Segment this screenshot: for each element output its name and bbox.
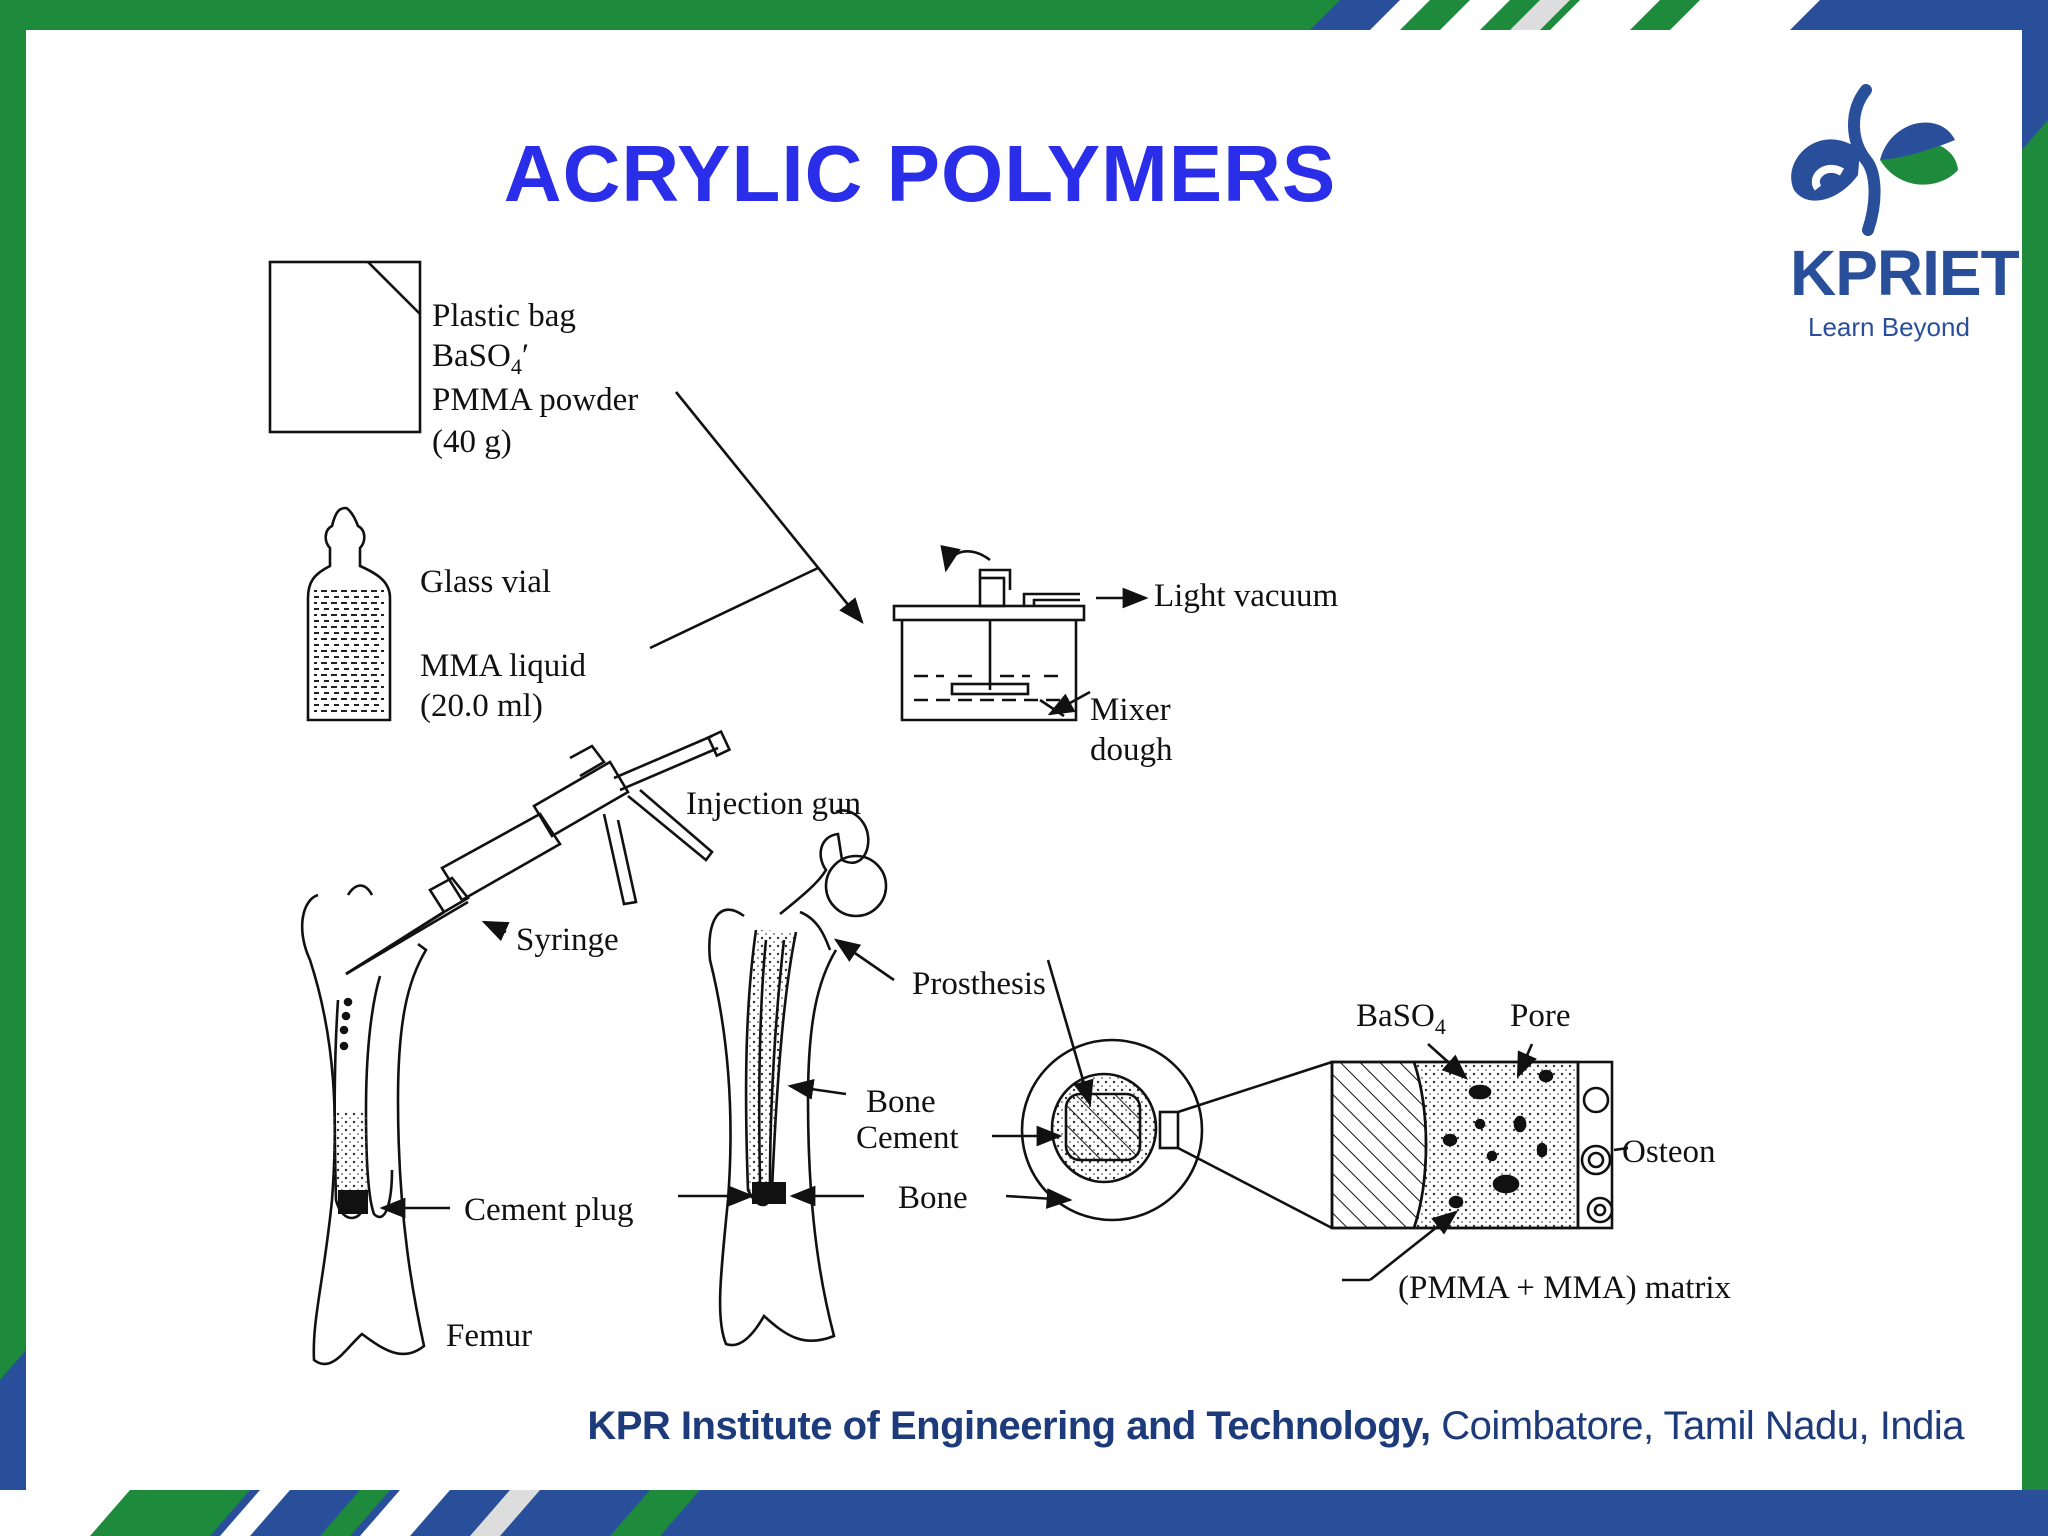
label-glass-vial: Glass vial [420, 564, 551, 600]
osteon-line [1613, 1146, 1629, 1152]
bone-arrow-2 [1005, 1188, 1073, 1209]
logo-name: KPRIET [1790, 237, 2020, 309]
kpriet-logo-icon [1791, 84, 1958, 236]
pore-arrow [1516, 1043, 1537, 1079]
label-cement-plug: Cement plug [464, 1192, 634, 1228]
footer-location: Coimbatore, Tamil Nadu, India [1441, 1404, 1964, 1448]
label-pmma-powder: PMMA powder [432, 382, 638, 418]
label-powder-qty: (40 g) [432, 424, 512, 460]
baso4-arrow [1427, 1043, 1468, 1080]
matrix-arrow [1369, 1210, 1459, 1282]
prosthesis-arrow-2 [1046, 959, 1094, 1107]
label-liquid-qty: (20.0 ml) [420, 688, 543, 724]
label-pore: Pore [1510, 998, 1571, 1034]
footer: KPR Institute of Engineering and Technol… [587, 1404, 1964, 1449]
label-bone-cement-1: Bone [866, 1084, 936, 1120]
label-injection-gun: Injection gun [686, 786, 861, 822]
plastic-bag-icon [268, 260, 422, 434]
liquid-line [649, 566, 819, 650]
label-baso4: BaSO4 [1356, 998, 1446, 1039]
baso4-bag-prime: ′ [522, 338, 529, 374]
femur-left-icon [300, 884, 428, 1366]
logo-tagline: Learn Beyond [1808, 312, 1970, 342]
label-osteon: Osteon [1622, 1134, 1716, 1170]
zoom-line-top [1177, 1060, 1333, 1114]
baso4-bag-main: BaSO [432, 338, 511, 374]
injection-gun-icon [345, 729, 732, 976]
magnified-section-icon [1330, 1060, 1614, 1230]
mixer-icon [892, 545, 1086, 722]
label-mixer: Mixer [1090, 692, 1171, 728]
label-dough: dough [1090, 732, 1173, 768]
prosthesis-arrow [833, 938, 895, 982]
label-baso4-bag: BaSO4′ [432, 338, 529, 379]
baso4-bag-sub: 4 [511, 354, 522, 379]
label-bone-cement-2: Cement [856, 1120, 959, 1156]
syringe-arrow [481, 920, 510, 942]
label-syringe: Syringe [516, 922, 619, 958]
baso4-sub: 4 [1435, 1014, 1446, 1039]
slide-title: ACRYLIC POLYMERS [503, 129, 1337, 218]
dough-arrow [1047, 690, 1091, 716]
footer-institute: KPR Institute of Engineering and Technol… [587, 1404, 1431, 1448]
glass-vial-icon [306, 506, 392, 722]
zoom-line-bottom [1177, 1146, 1333, 1230]
powder-arrow [674, 391, 864, 625]
label-femur: Femur [446, 1318, 532, 1354]
cross-section-icon [1020, 1038, 1204, 1222]
label-mma-liquid: MMA liquid [420, 648, 586, 684]
label-plastic-bag: Plastic bag [432, 298, 576, 334]
femur-right-icon [708, 809, 888, 1347]
cement-arrow [787, 1079, 847, 1100]
label-bone: Bone [898, 1180, 968, 1216]
label-matrix: (PMMA + MMA) matrix [1398, 1270, 1732, 1306]
label-light-vacuum: Light vacuum [1154, 578, 1339, 614]
baso4-main: BaSO [1356, 998, 1435, 1034]
label-prosthesis: Prosthesis [912, 966, 1046, 1002]
